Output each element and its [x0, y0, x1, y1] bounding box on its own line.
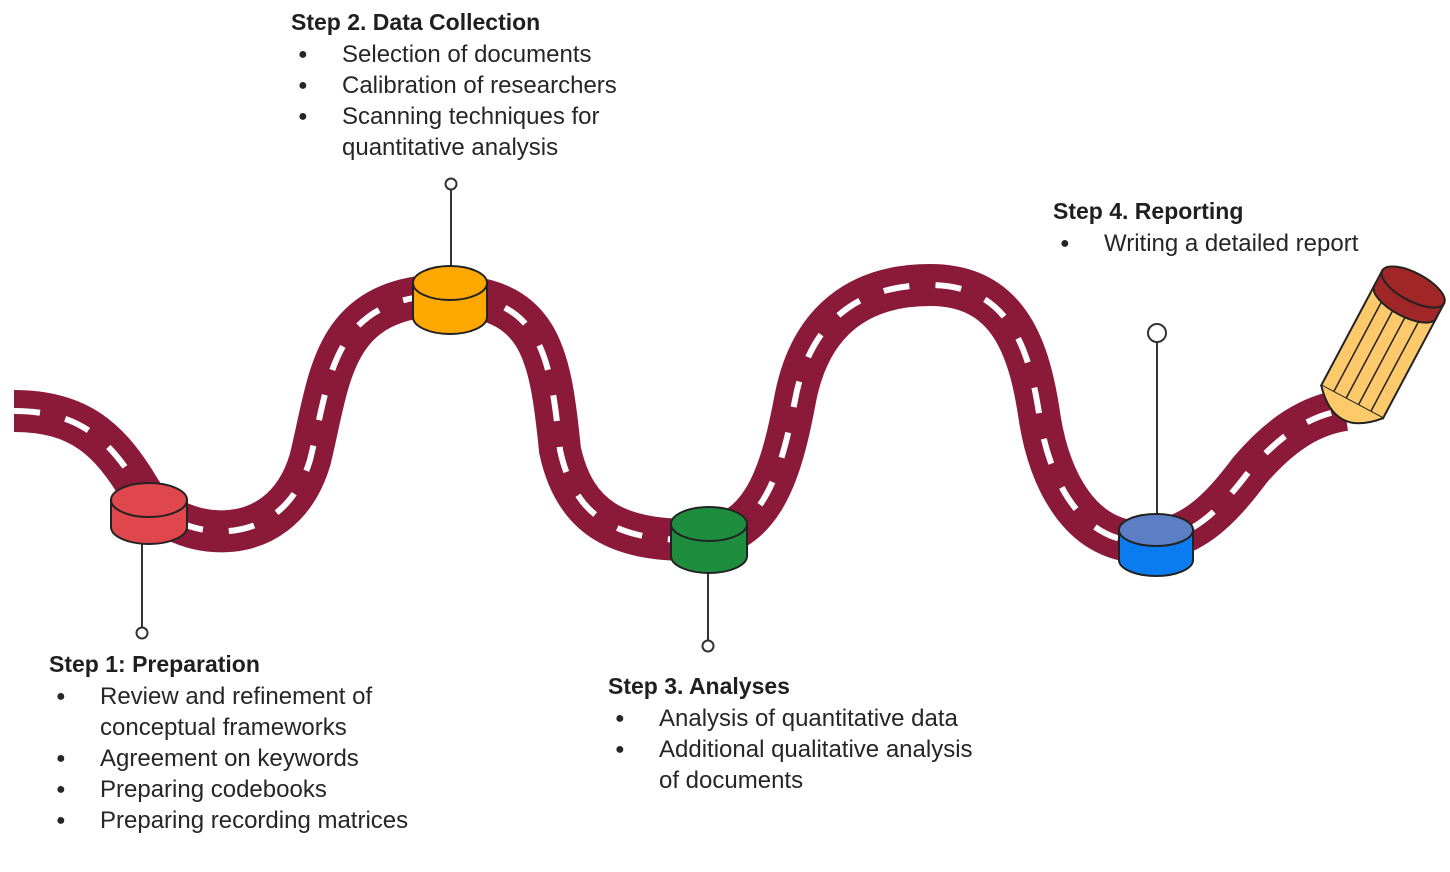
step2-connector	[444, 177, 458, 268]
step4-block: Step 4. Reporting ●Writing a detailed re…	[1053, 196, 1358, 259]
step3-block: Step 3. Analyses ●Analysis of quantitati…	[608, 671, 973, 796]
list-item: ●Scanning techniques for quantitative an…	[298, 103, 600, 161]
step1-marker-icon	[110, 482, 188, 545]
list-item: ●Selection of documents	[298, 41, 592, 68]
bullet-icon: ●	[615, 741, 625, 758]
list-item: ●Agreement on keywords	[56, 745, 359, 772]
step2-title: Step 2. Data Collection	[291, 9, 541, 35]
list-item: ●Additional qualitative analysis of docu…	[615, 736, 973, 794]
list-item: ●Preparing codebooks	[56, 776, 327, 803]
step2-list: ●Selection of documents ●Calibration of …	[291, 39, 691, 163]
step2-block: Step 2. Data Collection ●Selection of do…	[291, 7, 691, 163]
step1-connector	[135, 540, 149, 640]
bullet-icon: ●	[298, 77, 308, 94]
bullet-icon: ●	[56, 781, 66, 798]
road	[13, 264, 1349, 563]
bullet-icon: ●	[1060, 235, 1070, 252]
step4-connector	[1147, 323, 1167, 520]
pin-icon	[444, 177, 458, 191]
step4-list: ●Writing a detailed report	[1053, 228, 1358, 259]
step3-marker-icon	[670, 506, 748, 574]
list-item: ●Writing a detailed report	[1060, 230, 1359, 257]
list-item: ●Review and refinement of conceptual fra…	[56, 683, 373, 741]
list-item: ●Calibration of researchers	[298, 72, 617, 99]
step1-list: ●Review and refinement of conceptual fra…	[49, 681, 429, 836]
step4-title: Step 4. Reporting	[1053, 198, 1244, 224]
bullet-icon: ●	[56, 750, 66, 767]
road-center-dashes	[13, 281, 1346, 546]
pin-icon	[701, 639, 715, 653]
step1-block: Step 1: Preparation ●Review and refineme…	[49, 649, 429, 836]
bullet-icon: ●	[298, 46, 308, 63]
bullet-icon: ●	[615, 710, 625, 727]
step2-marker-icon	[412, 265, 488, 335]
step3-title: Step 3. Analyses	[608, 673, 790, 699]
pencil-icon	[1319, 265, 1446, 425]
bullet-icon: ●	[56, 812, 66, 829]
step3-connector	[701, 568, 715, 653]
bullet-icon: ●	[56, 688, 66, 705]
pin-icon	[1147, 323, 1167, 343]
list-item: ●Analysis of quantitative data	[615, 705, 958, 732]
step4-marker-icon	[1118, 513, 1194, 577]
pin-icon	[135, 626, 149, 640]
step3-list: ●Analysis of quantitative data ●Addition…	[608, 703, 973, 796]
bullet-icon: ●	[298, 108, 308, 125]
winding-road-icon	[13, 264, 1349, 563]
list-item: ●Preparing recording matrices	[56, 807, 409, 834]
step1-title: Step 1: Preparation	[49, 651, 260, 677]
